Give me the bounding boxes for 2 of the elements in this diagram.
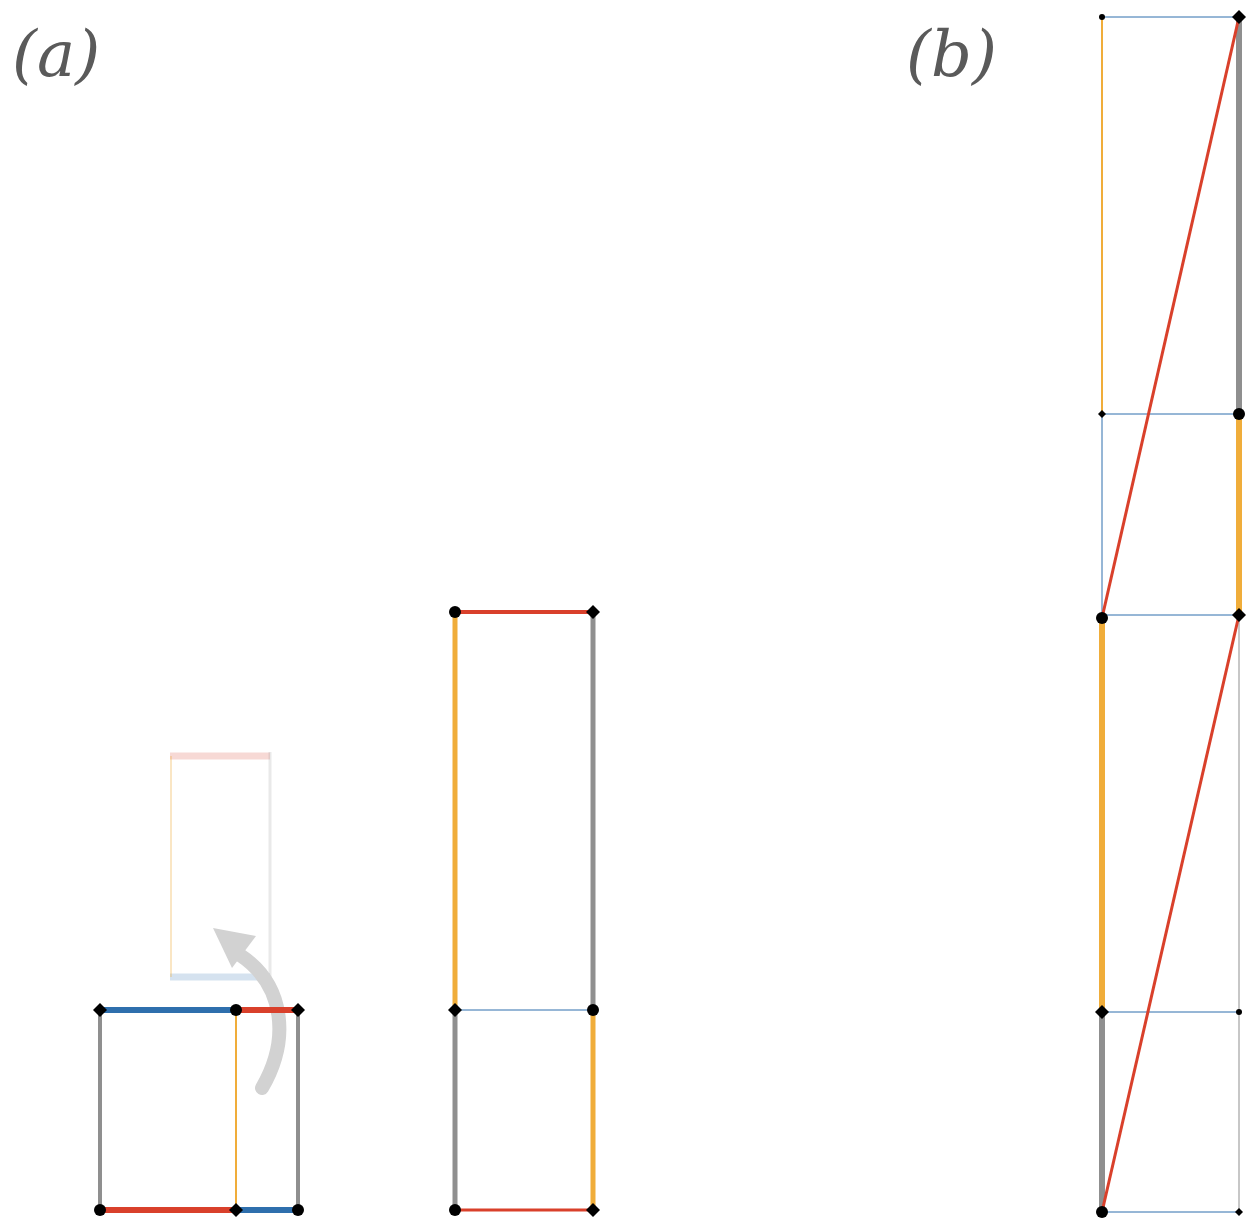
panel-label: (b) <box>906 22 997 86</box>
panel-label: (a) <box>12 22 101 86</box>
